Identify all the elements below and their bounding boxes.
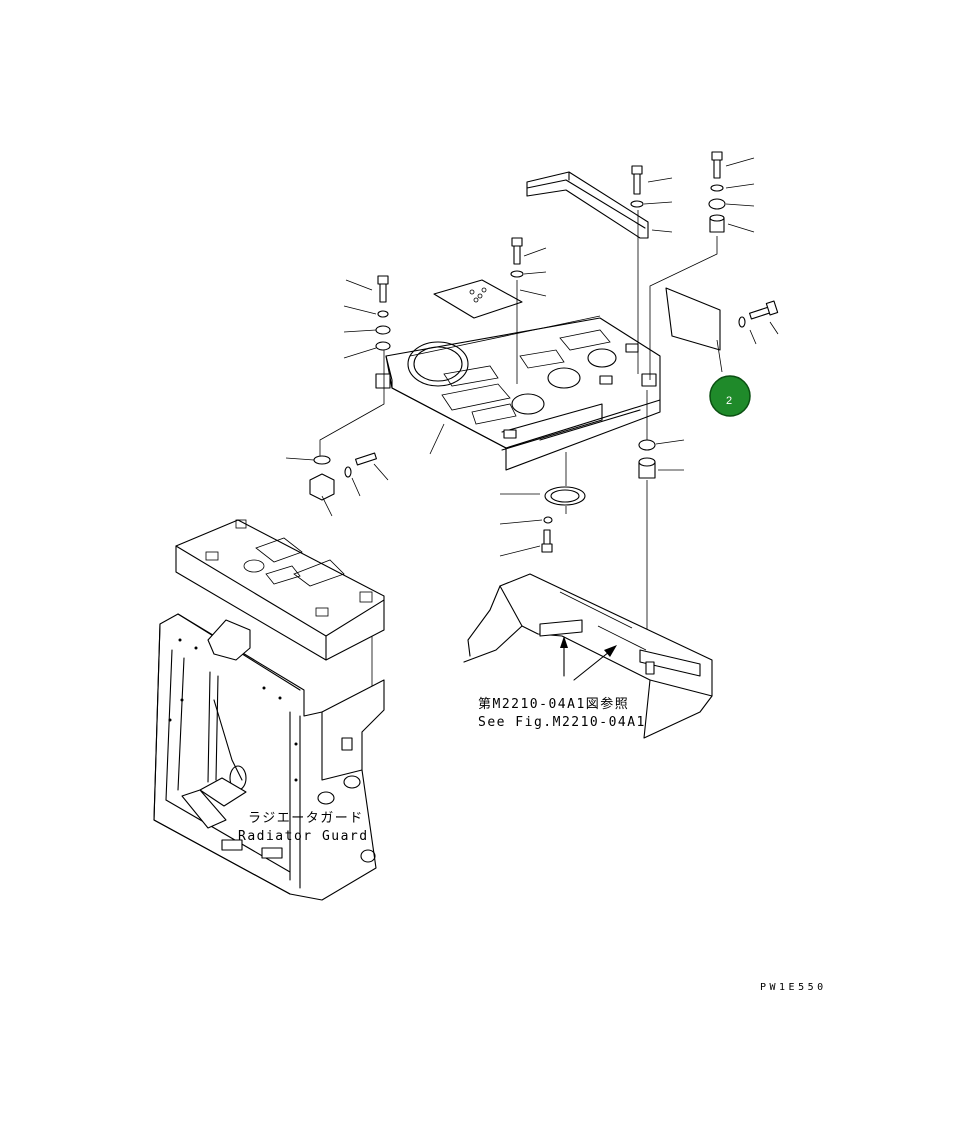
- reference-label-jp: 第M2210-04A1図参照: [478, 696, 629, 712]
- leader-lines: [285, 157, 779, 700]
- reference-label-en: See Fig.M2210-04A1: [478, 715, 646, 730]
- fasteners: [309, 151, 779, 553]
- radiator-label-jp: ラジエータガード: [248, 811, 364, 826]
- bolt-icon: [377, 275, 389, 303]
- bolt-icon: [355, 452, 377, 466]
- drawing-code: PW1E550: [760, 982, 827, 993]
- radiator-guard-frame: [153, 519, 385, 901]
- top-rail-bracket: [526, 171, 649, 239]
- top-cover-panel: [375, 317, 661, 471]
- bolt-icon: [541, 529, 553, 553]
- small-cover-plate: [433, 279, 523, 319]
- callout-badge-number: 2: [726, 395, 732, 407]
- bolt-icon: [511, 237, 523, 265]
- callout-badge[interactable]: 2: [709, 375, 751, 417]
- bolt-icon: [749, 300, 779, 320]
- bolt-icon: [711, 151, 723, 179]
- side-plate: [665, 287, 721, 351]
- bolt-icon: [631, 165, 643, 195]
- radiator-label-en: Radiator Guard: [238, 829, 369, 844]
- lower-right-frame: [463, 573, 713, 739]
